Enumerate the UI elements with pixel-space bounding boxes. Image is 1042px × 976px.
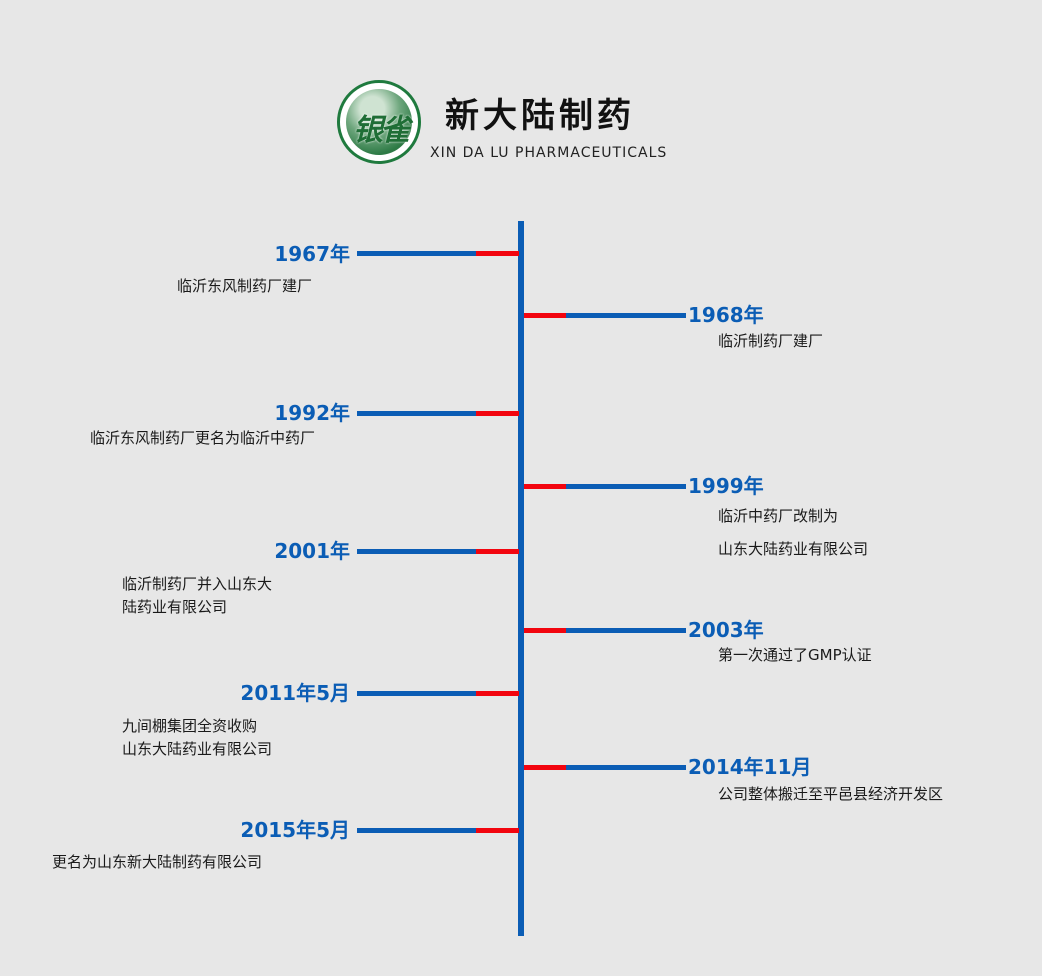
timeline-connector — [357, 691, 519, 696]
timeline-description: 临沂制药厂建厂 — [718, 332, 824, 350]
timeline-year: 2015年5月 — [240, 818, 350, 842]
timeline-axis — [518, 221, 524, 936]
timeline-description: 临沂东风制药厂更名为临沂中药厂 — [90, 429, 316, 447]
timeline-description: 山东大陆药业有限公司 — [122, 740, 273, 758]
timeline-description: 陆药业有限公司 — [122, 598, 228, 616]
timeline-year: 2011年5月 — [240, 681, 350, 705]
timeline-year: 1992年 — [274, 401, 350, 425]
timeline-connector — [357, 251, 519, 256]
logo-lettering: 银雀 — [353, 113, 410, 148]
timeline-description: 临沂中药厂改制为 — [718, 507, 839, 525]
timeline-description: 山东大陆药业有限公司 — [718, 540, 869, 558]
timeline-connector — [524, 313, 686, 318]
company-logo: 银雀 — [337, 80, 421, 164]
timeline-connector — [524, 484, 686, 489]
timeline-year: 1968年 — [688, 303, 764, 327]
timeline-year: 2003年 — [688, 618, 764, 642]
timeline-description: 九间棚集团全资收购 — [122, 717, 258, 735]
timeline-year: 2001年 — [274, 539, 350, 563]
timeline-connector — [357, 828, 519, 833]
logo-mountain-graphic — [346, 89, 412, 155]
timeline-connector — [357, 549, 519, 554]
timeline-description: 第一次通过了GMP认证 — [718, 646, 872, 664]
timeline-year: 2014年11月 — [688, 755, 812, 779]
company-name: 新大陆制药 — [445, 96, 635, 136]
company-name-english: XIN DA LU PHARMACEUTICALS — [430, 145, 668, 161]
timeline-connector — [524, 628, 686, 633]
timeline-description: 临沂制药厂并入山东大 — [122, 575, 273, 593]
timeline-description: 公司整体搬迁至平邑县经济开发区 — [718, 785, 944, 803]
timeline-year: 1967年 — [274, 242, 350, 266]
timeline-year: 1999年 — [688, 474, 764, 498]
timeline-connector — [524, 765, 686, 770]
timeline-description: 临沂东风制药厂建厂 — [177, 277, 313, 295]
timeline-description: 更名为山东新大陆制药有限公司 — [52, 853, 263, 871]
timeline-connector — [357, 411, 519, 416]
